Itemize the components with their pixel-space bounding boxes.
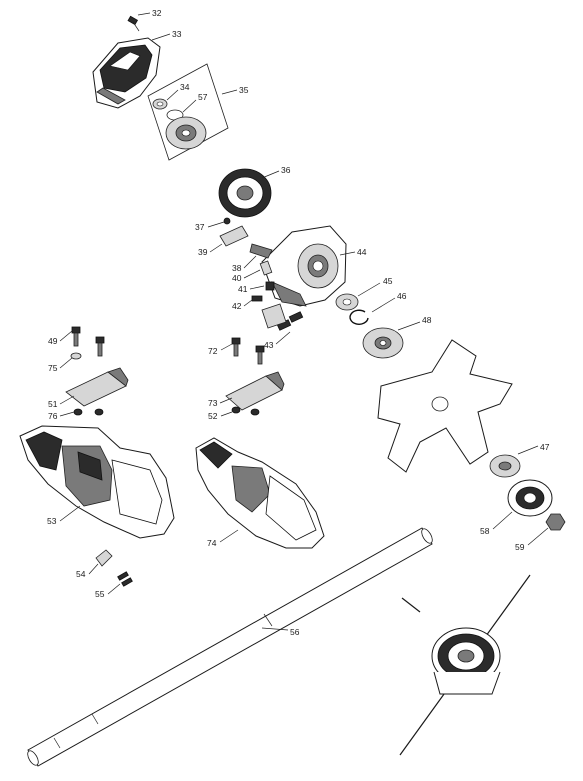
part-42-bolt bbox=[243, 295, 263, 307]
label-52: 52 bbox=[208, 411, 218, 421]
label-42: 42 bbox=[232, 301, 242, 311]
label-46: 46 bbox=[397, 291, 407, 301]
label-44: 44 bbox=[357, 247, 367, 257]
middle-bracket bbox=[219, 371, 285, 411]
part-59-nut bbox=[527, 513, 566, 546]
part-56-shaft bbox=[27, 527, 433, 767]
part-58-guard-disc bbox=[492, 479, 553, 530]
part-47-cup bbox=[489, 445, 539, 478]
trimmer-head bbox=[399, 574, 531, 756]
part-41-nut bbox=[249, 281, 275, 291]
part-39-plate bbox=[209, 225, 249, 253]
part-labels: 32 33 34 57 35 36 37 39 38 40 41 42 44 4… bbox=[47, 8, 550, 637]
label-33: 33 bbox=[172, 29, 182, 39]
label-49: 49 bbox=[48, 336, 58, 346]
part-54-bracket bbox=[88, 549, 113, 575]
part-35-housing-box bbox=[147, 63, 238, 161]
label-75: 75 bbox=[48, 363, 58, 373]
part-34-washer bbox=[152, 89, 179, 110]
part-38-clip bbox=[243, 243, 273, 269]
label-32: 32 bbox=[152, 8, 162, 18]
label-74: 74 bbox=[207, 538, 217, 548]
part-49-bolt bbox=[59, 326, 81, 347]
label-51: 51 bbox=[48, 399, 58, 409]
part-45-washer bbox=[335, 282, 381, 311]
left-bracket bbox=[59, 367, 129, 407]
part-37-screw bbox=[207, 217, 231, 228]
part-44-gear-housing bbox=[261, 225, 356, 307]
part-55-screws bbox=[107, 571, 133, 595]
label-36: 36 bbox=[281, 165, 291, 175]
label-76: 76 bbox=[48, 411, 58, 421]
part-46-circlip bbox=[349, 297, 396, 325]
label-37: 37 bbox=[195, 222, 205, 232]
label-38: 38 bbox=[232, 263, 242, 273]
label-45: 45 bbox=[383, 276, 393, 286]
part-40-spacer bbox=[243, 260, 273, 279]
label-59: 59 bbox=[515, 542, 525, 552]
part-72-bolt bbox=[220, 337, 241, 357]
label-72: 72 bbox=[208, 346, 218, 356]
label-53: 53 bbox=[47, 516, 57, 526]
part-36-drum bbox=[218, 168, 280, 218]
part-75-washer bbox=[59, 352, 82, 369]
label-55: 55 bbox=[95, 589, 105, 599]
part-32-screw bbox=[127, 12, 151, 32]
label-47: 47 bbox=[540, 442, 550, 452]
label-40: 40 bbox=[232, 273, 242, 283]
blade bbox=[377, 339, 513, 473]
label-73: 73 bbox=[208, 398, 218, 408]
part-76-nut bbox=[59, 408, 104, 417]
label-58: 58 bbox=[480, 526, 490, 536]
label-41: 41 bbox=[238, 284, 248, 294]
label-43: 43 bbox=[264, 340, 274, 350]
part-33-cover bbox=[92, 33, 171, 109]
label-57: 57 bbox=[198, 92, 208, 102]
part-52-nut bbox=[220, 406, 260, 417]
label-54: 54 bbox=[76, 569, 86, 579]
left-bolt-2 bbox=[95, 336, 105, 357]
label-35: 35 bbox=[239, 85, 249, 95]
label-34: 34 bbox=[180, 82, 190, 92]
middle-bolt-2 bbox=[255, 345, 265, 365]
part-35-hub bbox=[165, 116, 207, 150]
part-74-guard bbox=[195, 437, 325, 549]
part-48-clamp-washer bbox=[362, 321, 421, 359]
label-56: 56 bbox=[290, 627, 300, 637]
label-48: 48 bbox=[422, 315, 432, 325]
part-43-bolts bbox=[261, 303, 304, 345]
part-53-guard bbox=[19, 425, 175, 539]
label-39: 39 bbox=[198, 247, 208, 257]
